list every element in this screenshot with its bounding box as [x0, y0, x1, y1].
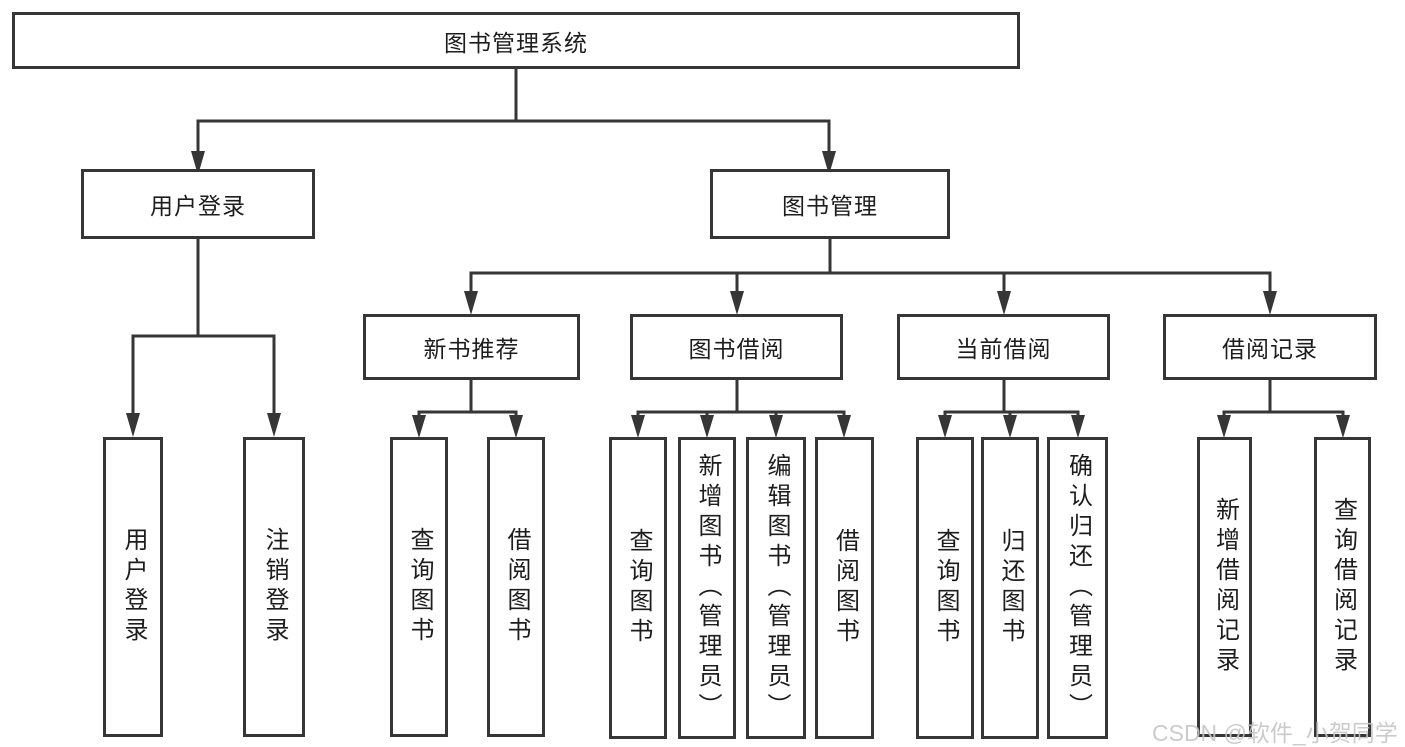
node-label: 借阅记录 — [1222, 336, 1318, 362]
leaf-records-query-record: 查询借阅记录 — [1314, 437, 1371, 737]
node-label: 新书推荐 — [423, 336, 520, 362]
node-label: 新增借阅记录 — [1211, 497, 1239, 677]
node-label: 新增图书（管理员） — [694, 453, 721, 723]
leaf-logout: 注销登录 — [243, 437, 305, 737]
node-label: 查询图书 — [406, 527, 433, 647]
node-user-login: 用户登录 — [81, 169, 315, 239]
watermark: CSDN @软件_小贺同学 — [1152, 720, 1398, 746]
node-root: 图书管理系统 — [12, 12, 1020, 69]
leaf-newbook-query-books: 查询图书 — [390, 437, 448, 737]
node-book-borrow: 图书借阅 — [630, 314, 843, 380]
node-label: 查询图书 — [625, 528, 652, 648]
node-label: 图书借阅 — [688, 336, 785, 362]
leaf-borrow-add-books-admin: 新增图书（管理员） — [678, 437, 736, 739]
leaf-borrow-query-books: 查询图书 — [609, 437, 667, 739]
leaf-borrow-edit-books-admin: 编辑图书（管理员） — [746, 437, 806, 739]
leaf-current-query-books: 查询图书 — [916, 437, 974, 739]
node-label: 查询图书 — [932, 528, 959, 648]
leaf-current-confirm-return-admin: 确认归还（管理员） — [1047, 437, 1108, 739]
leaf-newbook-borrow-books: 借阅图书 — [487, 437, 545, 737]
leaf-user-login: 用户登录 — [103, 437, 163, 737]
node-new-book-recommend: 新书推荐 — [363, 314, 580, 380]
node-label: 查询借阅记录 — [1329, 497, 1357, 677]
node-borrow-records: 借阅记录 — [1163, 314, 1377, 380]
node-label: 用户登录 — [150, 193, 246, 219]
node-label: 借阅图书 — [831, 528, 859, 648]
node-label: 归还图书 — [997, 528, 1024, 648]
node-label: 图书管理系统 — [444, 29, 588, 56]
node-label: 当前借阅 — [955, 336, 1052, 362]
leaf-borrow-borrow-books: 借阅图书 — [815, 437, 874, 739]
node-book-management: 图书管理 — [710, 169, 950, 239]
node-label: 编辑图书（管理员） — [763, 453, 790, 723]
leaf-current-return-books: 归还图书 — [981, 437, 1039, 739]
node-current-borrow: 当前借阅 — [897, 314, 1110, 380]
node-label: 图书管理 — [782, 193, 878, 219]
node-label: 确认归还（管理员） — [1064, 453, 1092, 723]
node-label: 用户登录 — [120, 527, 147, 647]
leaf-records-add-record: 新增借阅记录 — [1197, 437, 1252, 737]
node-label: 注销登录 — [261, 527, 288, 647]
node-label: 借阅图书 — [503, 527, 530, 647]
